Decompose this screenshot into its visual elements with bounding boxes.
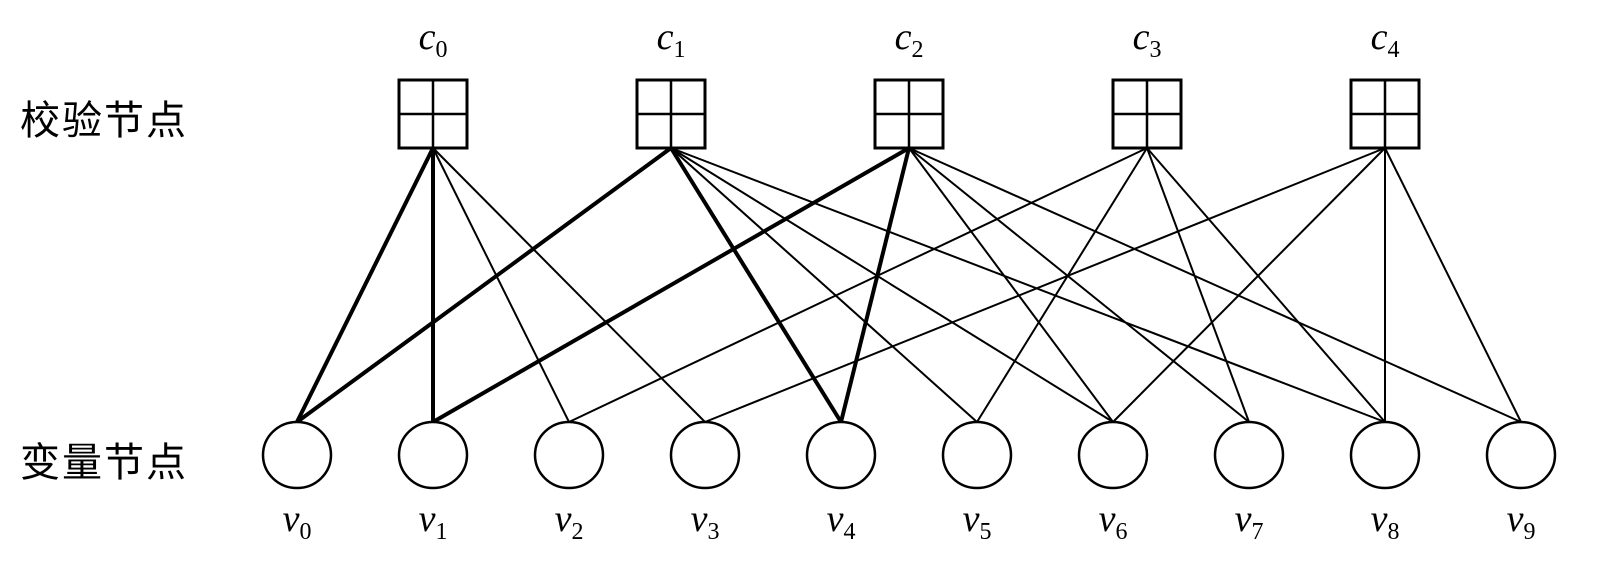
- edge-c3-v5: [976, 147, 1148, 423]
- variable-node-label-8-index: 8: [1387, 519, 1400, 545]
- check-node-0: [397, 78, 469, 150]
- edge-c2-v7: [908, 147, 1250, 423]
- edge-c3-v2: [568, 147, 1148, 423]
- variable-node-label-3-symbol: v: [690, 498, 708, 540]
- check-node-4: [1349, 78, 1421, 150]
- variable-node-label-7-symbol: v: [1234, 498, 1252, 540]
- variable-node-label-1-index: 1: [435, 519, 448, 545]
- edge-c0-v2: [432, 147, 570, 423]
- check-node-label-3-symbol: c: [1132, 16, 1150, 58]
- edge-c3-v7: [1146, 147, 1250, 423]
- variable-node-label-5: v5: [963, 500, 992, 544]
- check-nodes-group: [397, 78, 1421, 150]
- edge-c2-v6: [908, 147, 1114, 423]
- check-node-3: [1111, 78, 1183, 150]
- edge-c1-v6: [670, 147, 1114, 423]
- edge-c2-v1: [432, 146, 910, 424]
- check-node-label-4: c4: [1371, 18, 1400, 62]
- check-nodes-row-label: 校验节点: [20, 88, 188, 146]
- check-node-label-1-index: 1: [673, 37, 686, 63]
- variable-node-label-4: v4: [827, 500, 856, 544]
- variable-node-label-2-symbol: v: [554, 498, 572, 540]
- variable-node-label-4-index: 4: [843, 519, 856, 545]
- edge-c1-v5: [670, 147, 978, 423]
- variable-node-label-0: v0: [283, 500, 312, 544]
- variable-node-label-2: v2: [555, 500, 584, 544]
- check-node-label-3: c3: [1133, 18, 1162, 62]
- edge-c4-v6: [1112, 147, 1386, 423]
- variable-node-label-1: v1: [419, 500, 448, 544]
- variable-node-6: [1077, 420, 1149, 490]
- check-node-2: [873, 78, 945, 150]
- check-nodes-label: 校验节点: [20, 98, 188, 144]
- variable-node-8: [1349, 420, 1421, 490]
- variable-node-label-0-index: 0: [299, 519, 312, 545]
- check-node-label-2-index: 2: [911, 37, 924, 63]
- check-node-1: [635, 78, 707, 150]
- variable-node-label-5-index: 5: [979, 519, 992, 545]
- variable-node-label-9: v9: [1507, 500, 1536, 544]
- check-node-label-2: c2: [895, 18, 924, 62]
- variable-nodes-label: 变量节点: [20, 440, 188, 486]
- variable-node-label-6-symbol: v: [1098, 498, 1116, 540]
- edge-c4-v3: [704, 147, 1386, 423]
- check-node-label-2-symbol: c: [894, 16, 912, 58]
- variable-node-label-8: v8: [1371, 500, 1400, 544]
- variable-node-3: [669, 420, 741, 490]
- variable-node-label-1-symbol: v: [418, 498, 436, 540]
- variable-node-label-3-index: 3: [707, 519, 720, 545]
- edge-c4-v9: [1384, 147, 1522, 423]
- variable-node-label-9-index: 9: [1523, 519, 1536, 545]
- check-node-label-4-index: 4: [1387, 37, 1400, 63]
- variable-node-1: [397, 420, 469, 490]
- check-node-label-0: c0: [419, 18, 448, 62]
- variable-node-label-0-symbol: v: [282, 498, 300, 540]
- variable-node-0: [261, 420, 333, 490]
- variable-node-label-3: v3: [691, 500, 720, 544]
- edge-c2-v4: [839, 147, 911, 423]
- variable-node-label-7-index: 7: [1251, 519, 1264, 545]
- variable-node-4: [805, 420, 877, 490]
- variable-node-label-5-symbol: v: [962, 498, 980, 540]
- variable-nodes-group: [261, 420, 1557, 490]
- variable-node-label-4-symbol: v: [826, 498, 844, 540]
- variable-node-label-6: v6: [1099, 500, 1128, 544]
- variable-node-label-2-index: 2: [571, 519, 584, 545]
- variable-node-5: [941, 420, 1013, 490]
- check-node-label-0-symbol: c: [418, 16, 436, 58]
- variable-node-label-7: v7: [1235, 500, 1264, 544]
- edge-c1-v8: [670, 147, 1386, 423]
- edge-c0-v0: [295, 147, 435, 423]
- variable-node-2: [533, 420, 605, 490]
- check-node-label-1-symbol: c: [656, 16, 674, 58]
- variable-node-7: [1213, 420, 1285, 490]
- edge-c1-v4: [669, 146, 843, 424]
- edge-c2-v9: [908, 147, 1522, 423]
- variable-node-9: [1485, 420, 1557, 490]
- edge-c0-v3: [432, 147, 706, 423]
- check-node-label-4-symbol: c: [1370, 16, 1388, 58]
- check-node-label-1: c1: [657, 18, 686, 62]
- edge-c3-v8: [1146, 147, 1386, 423]
- check-node-label-0-index: 0: [435, 37, 448, 63]
- variable-node-label-9-symbol: v: [1506, 498, 1524, 540]
- variable-node-label-8-symbol: v: [1370, 498, 1388, 540]
- check-node-label-3-index: 3: [1149, 37, 1162, 63]
- edge-c1-v0: [295, 146, 673, 424]
- edges-group: [295, 146, 1522, 424]
- variable-node-label-6-index: 6: [1115, 519, 1128, 545]
